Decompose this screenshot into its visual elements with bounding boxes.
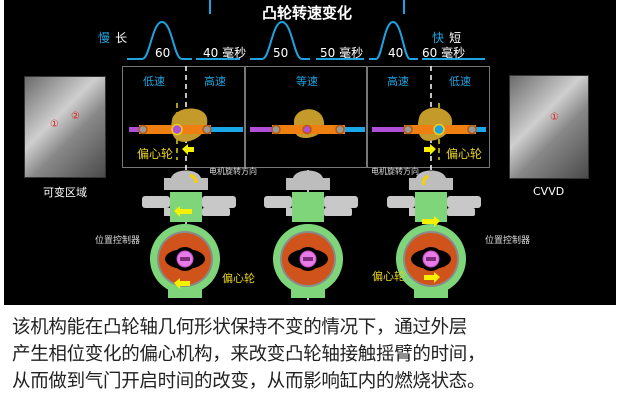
slow-label: 慢 bbox=[98, 31, 111, 45]
photo-marker-2: ② bbox=[71, 111, 80, 122]
panel-frame-middle bbox=[245, 66, 367, 168]
cvvd-caption: CVVD bbox=[533, 185, 565, 198]
top-tick-left bbox=[209, 0, 211, 14]
panel-left-high-speed: 高速 bbox=[204, 75, 226, 88]
description-caption: 该机构能在凸轮轴几何形状保持不变的情况下，通过外层 产生相位变化的偏心机构，来改… bbox=[12, 314, 612, 395]
panel-frame-right bbox=[367, 66, 490, 168]
motor-direction-right-label: 电机旋转方向 bbox=[371, 167, 419, 176]
profile-1-gap: 40 毫秒 bbox=[203, 46, 247, 60]
panel-frame-left bbox=[122, 66, 245, 168]
eccentric-bottom-right-label: 偏心轮 bbox=[372, 270, 405, 283]
photo-marker-1: ① bbox=[50, 119, 59, 130]
profile-2-peak: 50 bbox=[273, 46, 289, 60]
panel-left-eccentric-label: 偏心轮 bbox=[137, 147, 174, 161]
caption-line-2: 产生相位变化的偏心机构，来改变凸轮轴接触摇臂的时间， bbox=[12, 344, 486, 365]
top-tick-right bbox=[403, 0, 405, 14]
position-controller-right-label: 位置控制器 bbox=[485, 236, 531, 246]
panel-left-low-speed: 低速 bbox=[143, 75, 165, 88]
panel-middle-equal-speed: 等速 bbox=[296, 75, 318, 88]
panel-right-high-speed: 高速 bbox=[387, 75, 409, 88]
profile-3-gap: 60 毫秒 bbox=[422, 46, 466, 60]
cvvd-camshaft-photo: ① bbox=[509, 75, 589, 179]
position-controller-left-label: 位置控制器 bbox=[95, 236, 141, 246]
panel-right-low-speed: 低速 bbox=[449, 75, 471, 88]
actuator-middle bbox=[264, 170, 358, 298]
fast-short-label: 快 短 bbox=[432, 27, 461, 46]
profile-2-gap: 50 毫秒 bbox=[320, 46, 364, 60]
actuator-right bbox=[387, 170, 481, 298]
motor-direction-left-label: 电机旋转方向 bbox=[209, 167, 257, 176]
panel-right-eccentric-label: 偏心轮 bbox=[446, 147, 483, 161]
long-label: 长 bbox=[115, 31, 128, 45]
variable-zone-camshaft-photo: ① ② bbox=[24, 76, 106, 178]
profile-3-peak: 40 bbox=[388, 46, 404, 60]
diagram-panel: 凸轮转速变化 慢 长 快 短 60 40 毫秒 50 50 毫秒 40 60 毫… bbox=[4, 0, 616, 305]
photo-marker-1: ① bbox=[550, 112, 559, 123]
eccentric-bottom-left-label: 偏心轮 bbox=[222, 272, 255, 285]
short-label: 短 bbox=[449, 31, 462, 45]
cam-profile-curves bbox=[127, 20, 485, 60]
profile-1-peak: 60 bbox=[155, 46, 171, 60]
slow-long-label: 慢 长 bbox=[98, 27, 127, 46]
diagram-title: 凸轮转速变化 bbox=[262, 4, 353, 22]
caption-line-3: 从而做到气门开启时间的改变，从而影响缸内的燃烧状态。 bbox=[12, 371, 486, 392]
fast-label: 快 bbox=[432, 31, 445, 45]
cam-mechanism-diagrams bbox=[129, 66, 486, 300]
actuator-left bbox=[142, 170, 236, 298]
variable-zone-caption: 可变区域 bbox=[43, 186, 87, 199]
caption-line-1: 该机构能在凸轮轴几何形状保持不变的情况下，通过外层 bbox=[12, 317, 468, 338]
